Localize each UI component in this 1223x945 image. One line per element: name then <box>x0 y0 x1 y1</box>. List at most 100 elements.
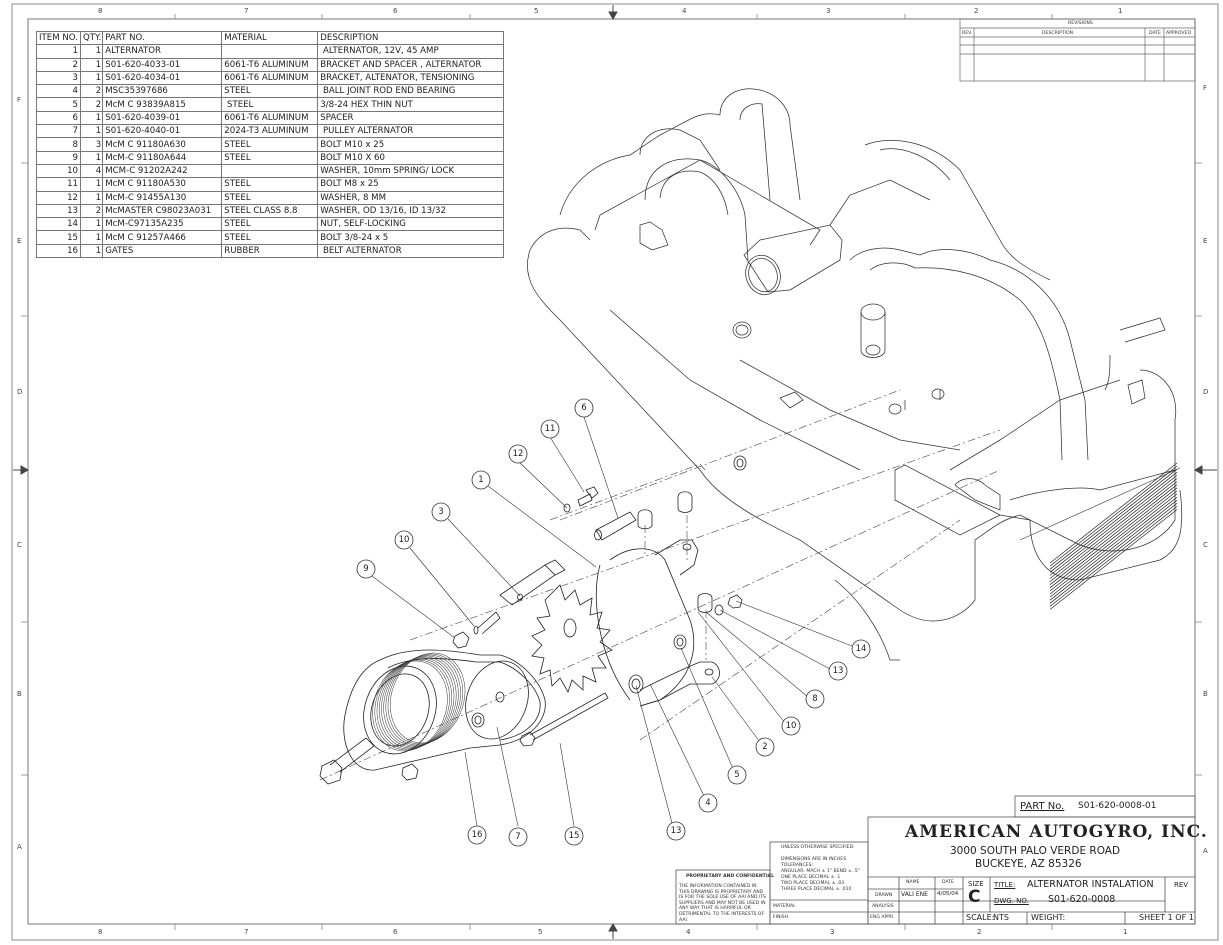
cooler-fin-line <box>1049 490 1178 592</box>
bom-cell-qty: 1 <box>79 124 104 139</box>
company-address-line1: 3000 SOUTH PALO VERDE ROAD <box>950 845 1121 857</box>
bom-cell-description: PULLEY ALTERNATOR <box>317 124 505 139</box>
bom-cell-qty: 4 <box>79 163 104 179</box>
bom-cell-qty: 2 <box>79 203 104 219</box>
balloon-number: 4 <box>705 798 711 808</box>
bom-header-material: MATERIAL <box>221 30 319 46</box>
zone-row-label: D <box>1203 388 1209 396</box>
bom-cell-part-no: McM-C 91455A130 <box>102 190 223 205</box>
balloon-number: 11 <box>544 424 556 434</box>
zone-row-label: E <box>1203 237 1208 245</box>
bom-cell-part-no: S01-620-4034-01 <box>102 70 223 86</box>
bom-header-part: PART NO. <box>102 30 223 46</box>
bom-cell-description: NUT, SELF-LOCKING <box>317 217 505 232</box>
bom-cell-part-no: McM-C97135A235 <box>102 217 223 232</box>
cooler-fin-line <box>1049 493 1178 595</box>
revisions-header-date: DATE <box>1149 31 1161 36</box>
title-block-grid <box>675 795 1196 925</box>
balloon-number: 9 <box>363 564 369 574</box>
bom-cell-material: STEEL <box>221 150 319 165</box>
balloon-callout <box>508 444 528 464</box>
zone-row-label: A <box>17 843 22 851</box>
bom-cell-qty: 3 <box>79 137 104 152</box>
bom-cell-material: STEEL <box>221 217 319 232</box>
dwg-no-label: DWG. NO. <box>994 897 1029 905</box>
bom-cell-part-no: GATES <box>102 243 223 259</box>
bom-cell-item: 12 <box>36 190 81 205</box>
bom-cell-item: 2 <box>36 57 81 72</box>
bom-cell-description: BOLT M10 x 25 <box>317 137 505 152</box>
zone-col-label: 2 <box>977 928 982 936</box>
zone-row-label: C <box>1203 541 1208 549</box>
bom-cell-item: 4 <box>36 84 81 99</box>
revisions-header-description: DESCRIPTION <box>1042 31 1074 36</box>
balloon-number: 10 <box>785 721 797 731</box>
zone-row-label: B <box>17 690 22 698</box>
zone-col-label: 8 <box>98 928 103 936</box>
zone-col-label: 4 <box>682 7 687 15</box>
zone-col-label: 1 <box>1118 7 1123 15</box>
balloon-number: 1 <box>478 475 484 485</box>
bom-header-qty: QTY. <box>79 30 104 46</box>
balloon-callout <box>471 470 491 490</box>
zone-col-label: 5 <box>534 7 539 15</box>
cooler-fin-line <box>1049 496 1178 598</box>
cooler-fin-line <box>1049 462 1178 564</box>
material-label: MATERIAL <box>773 904 796 909</box>
zone-col-label: 5 <box>538 928 543 936</box>
tolerance-line2: DIMENSIONS ARE IN INCHES <box>781 857 847 862</box>
size-value: C <box>968 887 981 907</box>
bom-cell-item: 16 <box>36 243 81 259</box>
bom-cell-item: 8 <box>36 137 81 152</box>
bill-of-materials-table: ITEM NO. QTY. PART NO. MATERIAL DESCRIPT… <box>36 30 505 259</box>
bom-cell-description: SPACER <box>317 110 505 126</box>
bom-cell-material: 6061-T6 ALUMINUM <box>221 110 319 126</box>
bom-cell-item: 1 <box>36 44 81 59</box>
bom-cell-part-no: McM C 91180A530 <box>102 177 223 192</box>
bom-cell-item: 13 <box>36 203 81 219</box>
balloon-number: 13 <box>832 666 844 676</box>
bom-cell-description: WASHER, 8 MM <box>317 190 505 205</box>
bom-cell-qty: 2 <box>79 84 104 99</box>
cooler-fin-line <box>1049 468 1178 570</box>
bom-cell-material: STEEL <box>221 190 319 205</box>
bom-cell-material: RUBBER <box>221 243 319 259</box>
balloon-number: 15 <box>568 831 580 841</box>
bom-cell-part-no: S01-620-4033-01 <box>102 57 223 72</box>
bom-cell-description: 3/8-24 HEX THIN NUT <box>317 97 505 112</box>
tolerance-line4: ANGULAR: MACH ± 1° BEND ± .5° <box>781 869 860 874</box>
bom-cell-material: STEEL <box>221 84 319 99</box>
bom-cell-qty: 1 <box>79 57 104 72</box>
revisions-header-approved: APPROVED <box>1166 31 1191 36</box>
bom-header-description: DESCRIPTION <box>317 30 505 46</box>
bom-cell-part-no: McMASTER C98023A031 <box>102 203 223 219</box>
scale-value: NTS <box>993 913 1009 922</box>
tolerance-line5: ONE PLACE DECIMAL ± .1 <box>781 875 841 880</box>
bom-cell-qty: 1 <box>79 44 104 59</box>
tolerance-line6: TWO PLACE DECIMAL ± .03 <box>781 881 845 886</box>
bom-cell-item: 14 <box>36 217 81 232</box>
pulley-groove <box>387 653 463 745</box>
cooler-fin-line <box>1049 499 1178 601</box>
centerlines <box>319 389 1001 781</box>
title-label: TITLE: <box>994 881 1016 889</box>
rev-label: REV <box>1174 881 1189 889</box>
zone-col-label: 6 <box>393 928 398 936</box>
zone-row-label: B <box>1203 690 1208 698</box>
pulley-groove <box>379 657 455 749</box>
company-address-line2: BUCKEYE, AZ 85326 <box>975 858 1082 870</box>
bom-cell-description: BALL JOINT ROD END BEARING <box>317 84 505 99</box>
cooler-fin-line <box>1049 509 1178 610</box>
part-no-label: PART No. <box>1020 801 1065 812</box>
pulley-groove <box>385 654 461 746</box>
bom-cell-material: STEEL CLASS 8.8 <box>221 203 319 219</box>
bom-cell-material: 6061-T6 ALUMINUM <box>221 70 319 86</box>
bom-cell-item: 10 <box>36 163 81 179</box>
balloon-callout <box>828 661 848 681</box>
